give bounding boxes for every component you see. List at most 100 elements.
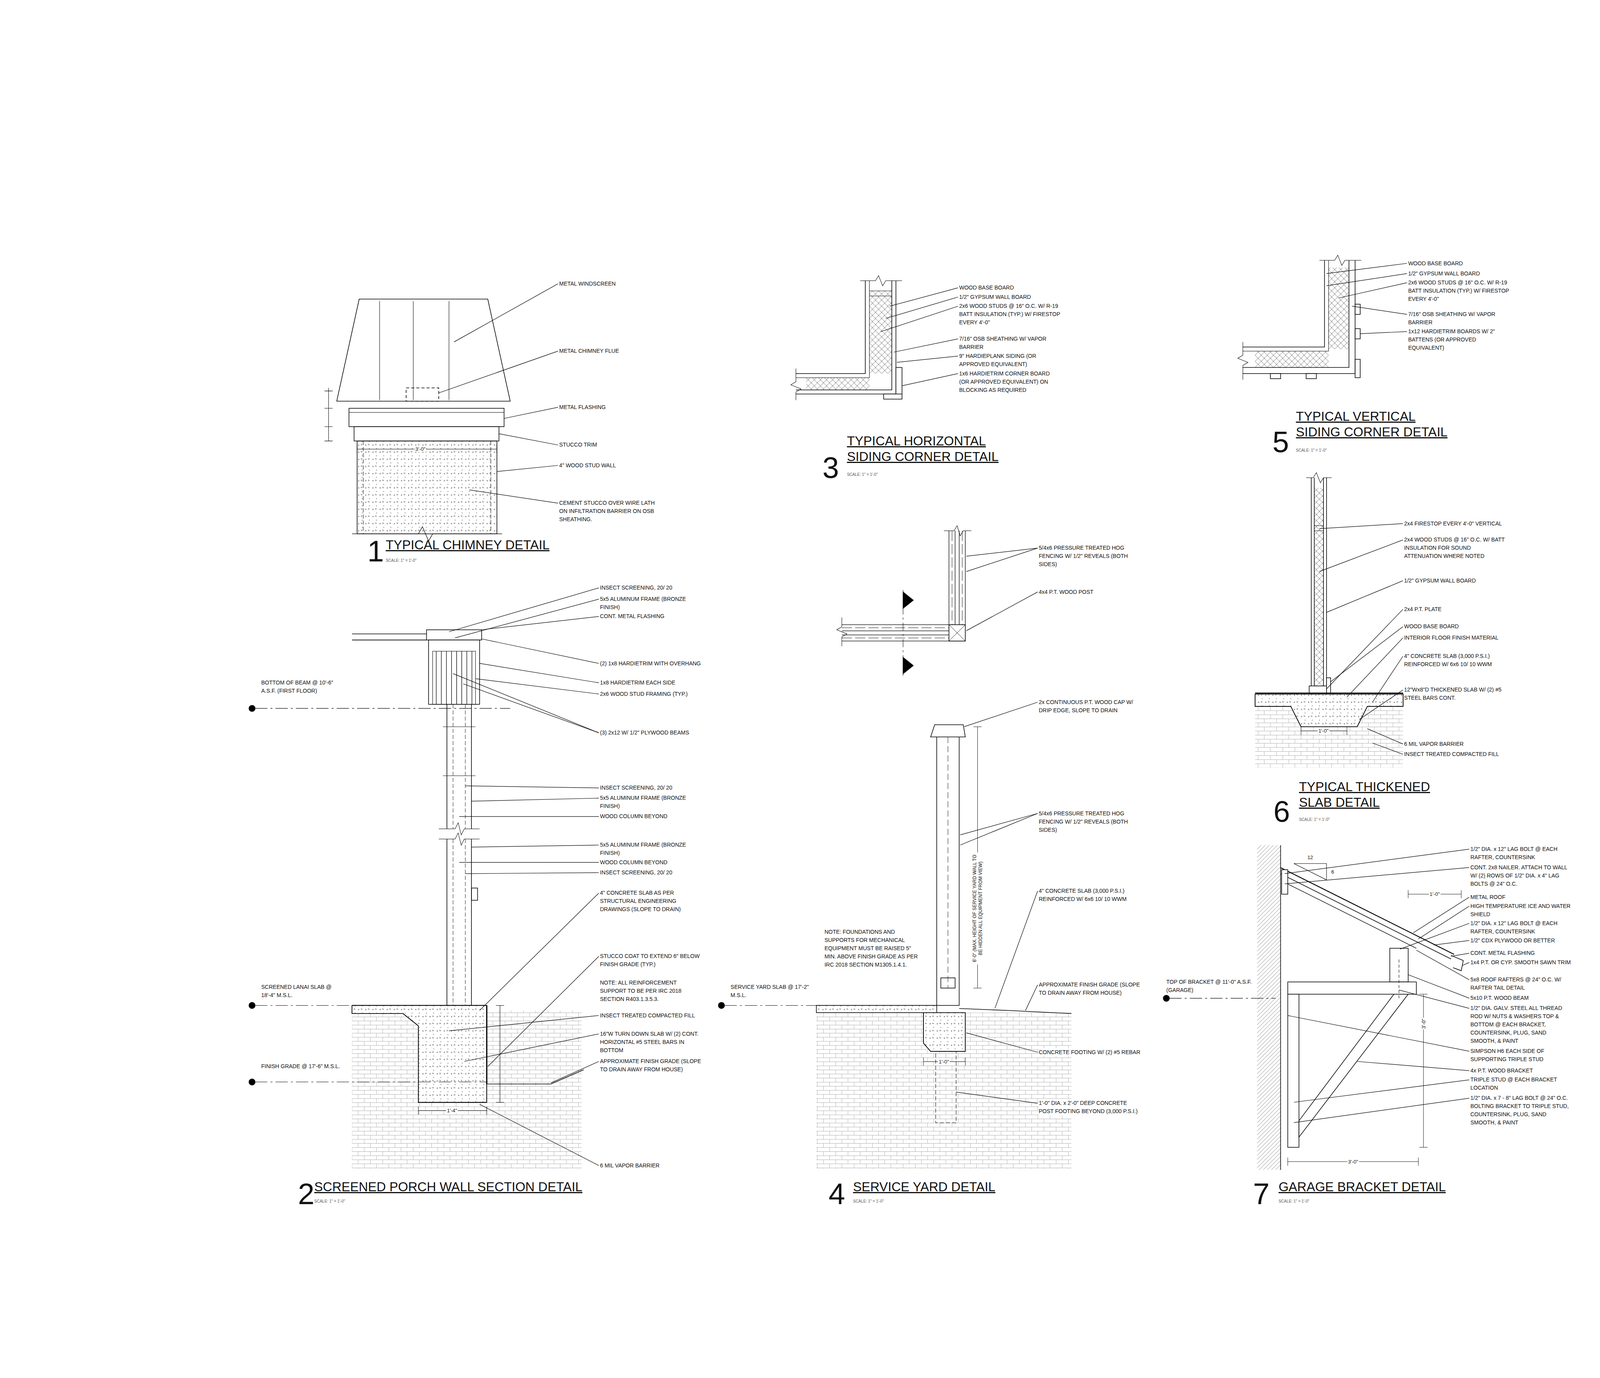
drawing-line — [1306, 373, 1317, 379]
note-text: 1/2" DIA. x 12" LAG BOLT @ EACH RAFTER, … — [1470, 919, 1573, 936]
detail-number: 3 — [822, 452, 839, 483]
note-text: 2x6 WOOD STUD FRAMING (TYP.) — [600, 689, 702, 699]
leader-line — [1418, 905, 1470, 939]
drawing-line — [428, 639, 480, 705]
thickened-slab-detail — [1255, 472, 1404, 768]
detail-title: GARAGE BRACKET DETAIL — [1278, 1178, 1446, 1195]
note-text: STUCCO COAT TO EXTEND 6" BELOW FINISH GR… — [600, 951, 702, 969]
leader-line — [551, 1061, 599, 1083]
drawing-line — [357, 441, 497, 534]
drawing-line — [903, 591, 914, 674]
leader-line — [479, 892, 599, 1011]
drawing-line — [943, 525, 972, 536]
detail-title: SERVICE YARD DETAIL — [853, 1178, 996, 1195]
leader-line — [438, 351, 558, 393]
drawing-line — [1355, 304, 1361, 315]
drawing-line — [860, 275, 902, 286]
drawing-line — [959, 1008, 1072, 1014]
drawing-line — [1314, 487, 1324, 686]
leader-line — [459, 816, 599, 817]
drawing-line — [936, 734, 959, 1006]
note-text: 1x12 HARDIETRIM BOARDS W/ 2" BATTENS (OR… — [1408, 327, 1511, 352]
note-text: 4x4 P.T. WOOD POST — [1038, 587, 1141, 597]
drawing-line — [438, 822, 480, 845]
note-text: 2x6 WOOD STUDS @ 16" O.C. W/ R-19 BATT I… — [959, 301, 1062, 327]
drawing-line — [816, 1005, 937, 1013]
leader-line — [966, 591, 1038, 631]
drawing-line — [948, 624, 966, 642]
note-text: INSECT TREATED COMPACTED FILL — [600, 1011, 702, 1020]
drawing-line — [1255, 694, 1404, 727]
drawing-line — [426, 629, 482, 640]
leader-line — [1025, 984, 1038, 1011]
note-text: METAL CHIMNEY FLUE — [559, 346, 662, 356]
note-text: WOOD BASE BOARD — [1403, 622, 1506, 631]
garage-bracket-detail — [1163, 844, 1464, 1170]
drawing-line — [1280, 867, 1454, 955]
note-text: 5x10 P.T. WOOD BEAM — [1470, 993, 1573, 1002]
note-text: CONT. 2x8 NAILER. ATTACH TO WALL W/ (2) … — [1470, 863, 1573, 888]
note-text: 9" HARDIEPLANK SIDING (OR APPROVED EQUIV… — [959, 351, 1062, 369]
note-text: 2x4 FIRESTOP EVERY 4'-0" VERTICAL — [1403, 519, 1506, 528]
leader-line — [481, 616, 599, 630]
drawing-line — [841, 530, 966, 638]
note-text: CONT. METAL FLASHING — [600, 612, 702, 621]
drawing-line — [724, 1005, 817, 1006]
note-text: 1/2" GYPSUM WALL BOARD — [1408, 269, 1511, 278]
leader-line — [455, 598, 599, 638]
note-text: SCREENED LANAI SLAB @ 18'-4" M.S.L. — [261, 982, 345, 1000]
leader-line — [1372, 742, 1403, 755]
scale-note: SCALE: 1" = 1'-0" — [846, 472, 878, 477]
service-yard-detail — [718, 525, 1072, 1169]
drawing-line — [446, 704, 472, 1006]
drawing-line — [1280, 873, 1451, 959]
drawing-line — [1169, 998, 1276, 999]
drawing-line — [406, 387, 440, 402]
drawing-line — [790, 368, 801, 400]
note-text: TOP OF BRACKET @ 11'-0" A.S.F. (GARAGE) — [1166, 977, 1255, 995]
drawing-line — [1328, 267, 1349, 349]
note-text: 5x5 ALUMINUM FRAME (BRONZE FINISH) — [600, 594, 702, 612]
leader-line — [498, 433, 558, 445]
leader-line — [1326, 609, 1404, 690]
note-text: NOTE: FOUNDATIONS AND SUPPORTS FOR MECHA… — [824, 927, 922, 969]
dimension-text: 3'-0" — [1420, 1017, 1427, 1030]
note-text: 12"Wx8"D THICKENED SLAB W/ (2) #5 STEEL … — [1403, 685, 1506, 702]
drawing-line — [836, 617, 847, 647]
detail-number: 6 — [1273, 796, 1290, 827]
drawing-line — [357, 444, 497, 454]
drawing-line — [796, 280, 897, 394]
drawing-line — [453, 704, 466, 1006]
dimension-text: 6 — [1330, 868, 1335, 875]
leader-line — [1462, 962, 1470, 966]
note-text: WOOD COLUMN BEYOND — [600, 858, 702, 867]
drawing-line — [1309, 685, 1329, 693]
porch-wall-section — [248, 629, 584, 1169]
note-text: 2x CONTINUOUS P.T. WOOD CAP W/ DRIP EDGE… — [1038, 698, 1141, 715]
note-text: 1/2" DIA. x 12" LAG BOLT @ EACH RAFTER, … — [1470, 844, 1573, 862]
leader-line — [1400, 923, 1470, 949]
dimension-text: 1'-0" — [937, 1058, 950, 1065]
drawing-line — [471, 887, 478, 900]
leader-line — [896, 355, 958, 363]
note-text: SERVICE YARD SLAB @ 17'-2" M.S.L. — [730, 982, 818, 1000]
drawing-line — [1287, 883, 1417, 949]
leader-line — [1326, 273, 1408, 286]
drawing-line — [418, 1106, 487, 1115]
scale-note: SCALE: 1" = 1'-0" — [853, 1198, 884, 1204]
drawing-line — [1311, 477, 1327, 686]
dimension-text: 1'-4" — [446, 1107, 458, 1114]
drawing-line — [1255, 692, 1404, 694]
detail-title: SCREENED PORCH WALL SECTION DETAIL — [314, 1178, 583, 1195]
drawing-line — [796, 280, 866, 374]
leader-line — [479, 1103, 599, 1166]
leader-line — [1346, 637, 1403, 697]
drawing-line — [351, 633, 427, 640]
leader-line — [465, 872, 599, 874]
leader-line — [1372, 656, 1403, 703]
drawing-line — [869, 291, 892, 374]
note-text: 4" WOOD STUD WALL — [559, 461, 662, 470]
leader-line — [1330, 626, 1403, 682]
